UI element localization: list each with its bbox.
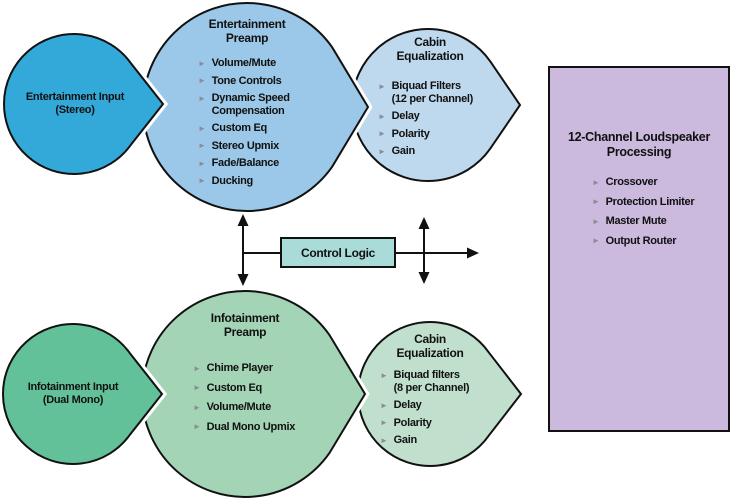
loudspeaker-panel-list: ► Crossover ► Protection Limiter ► Master M… <box>592 176 728 247</box>
triangle-bullet-icon: ► <box>378 129 386 139</box>
triangle-bullet-icon: ► <box>198 141 206 151</box>
list-item: ► Delay <box>380 399 498 412</box>
list-item-label: Gain <box>393 434 418 447</box>
entertainment-preamp-list: ► Volume/Mute ► Tone Controls ► Dynamic Spe… <box>198 57 318 187</box>
output-arrow <box>396 247 479 259</box>
control-logic-left-arrow <box>237 214 282 286</box>
control-logic-right-arrow <box>418 217 430 284</box>
triangle-bullet-icon: ► <box>592 197 600 207</box>
list-item: ► Crossover <box>592 176 728 189</box>
list-item: ► Master Mute <box>592 215 728 228</box>
triangle-bullet-icon: ► <box>378 111 386 121</box>
list-item-label: Master Mute <box>605 215 667 228</box>
triangle-bullet-icon: ► <box>198 123 206 133</box>
triangle-bullet-icon: ► <box>193 422 201 432</box>
list-item-label: Polarity <box>393 416 432 429</box>
list-item-label: Polarity <box>391 127 430 140</box>
entertainment-input-bubble <box>3 33 165 175</box>
list-item: ► Biquad filters (8 per Channel) <box>380 369 498 394</box>
triangle-bullet-icon: ► <box>198 93 206 103</box>
list-item-label: Stereo Upmix <box>211 139 280 152</box>
cabin-equalization-top-list: ►Biquad Filters (12 per Channel) ►Delay … <box>378 80 496 158</box>
list-item-label: Gain <box>391 145 416 158</box>
list-item-label: Dual Mono Upmix <box>206 420 296 433</box>
list-item-label: Volume/Mute <box>206 401 272 414</box>
list-item: ► Stereo Upmix <box>198 140 318 153</box>
triangle-bullet-icon: ► <box>592 177 600 187</box>
list-item: ► Dynamic Speed Compensation <box>198 92 318 117</box>
triangle-bullet-icon: ► <box>193 402 201 412</box>
loudspeaker-panel-title: 12-Channel Loudspeaker Processing <box>567 130 711 159</box>
entertainment-input-subtitle: (Stereo) <box>55 103 95 116</box>
list-item: ► Ducking <box>198 175 318 188</box>
list-item-label: Biquad Filters (12 per Channel) <box>391 80 474 105</box>
cabin-equalization-bottom-list: ► Biquad filters (8 per Channel) ► Delay ►… <box>380 369 498 447</box>
list-item: ► Volume/Mute <box>198 57 318 70</box>
list-item-label: Biquad filters (8 per Channel) <box>393 369 470 394</box>
entertainment-preamp-title: Entertainment Preamp <box>208 17 286 45</box>
infotainment-input-subtitle: (Dual Mono) <box>42 393 104 406</box>
entertainment-input-title: Entertainment Input <box>25 91 125 103</box>
list-item: ► Biquad Filters (12 per Channel) <box>378 80 496 105</box>
list-item: ► Polarity <box>378 128 496 141</box>
list-item: ► Volume/Mute <box>193 401 323 414</box>
infotainment-input-label: Infotainment Input (Dual Mono) <box>3 381 143 407</box>
list-item-label: Tone Controls <box>211 74 282 87</box>
cabin-equalization-bottom-title: Cabin Equalization <box>396 332 464 360</box>
list-item: ► Polarity <box>380 417 498 430</box>
list-item: ► Fade/Balance <box>198 157 318 170</box>
list-item-label: Delay <box>393 399 422 412</box>
triangle-bullet-icon: ► <box>198 158 206 168</box>
infotainment-input-title: Infotainment Input <box>27 381 119 393</box>
control-logic-label: Control Logic <box>300 245 376 260</box>
list-item-label: Crossover <box>605 176 658 188</box>
list-item: ► Delay <box>378 110 496 123</box>
triangle-bullet-icon: ► <box>198 176 206 186</box>
triangle-bullet-icon: ► <box>592 216 600 226</box>
cabin-equalization-top-title: Cabin Equalization <box>396 35 464 63</box>
infotainment-input-bubble <box>2 323 164 465</box>
triangle-bullet-icon: ► <box>380 370 388 380</box>
list-item-label: Chime Player <box>206 362 273 374</box>
list-item: ► Protection Limiter <box>592 196 728 209</box>
triangle-bullet-icon: ► <box>193 363 201 373</box>
infotainment-preamp-title: Infotainment Preamp <box>210 311 280 339</box>
list-item-label: Dynamic Speed Compensation <box>211 92 290 117</box>
triangle-bullet-icon: ► <box>380 400 388 410</box>
list-item: ► Gain <box>380 434 498 447</box>
list-item-label: Custom Eq <box>211 122 268 135</box>
list-item-label: Custom Eq <box>206 381 263 394</box>
list-item: ► Tone Controls <box>198 75 318 88</box>
list-item: ► Dual Mono Upmix <box>193 421 323 434</box>
triangle-bullet-icon: ► <box>378 81 386 91</box>
list-item: ► Custom Eq <box>198 122 318 135</box>
triangle-bullet-icon: ► <box>592 236 600 246</box>
entertainment-input-label: Entertainment Input (Stereo) <box>5 91 145 117</box>
infotainment-preamp-list: ► Chime Player ► Custom Eq ► Volume/Mute ► D… <box>193 362 323 433</box>
list-item-label: Delay <box>391 110 420 123</box>
triangle-bullet-icon: ► <box>380 435 388 445</box>
list-item-label: Output Router <box>605 234 677 247</box>
list-item-label: Ducking <box>211 174 254 187</box>
loudspeaker-processing-panel: 12-Channel Loudspeaker Processing ► Cross… <box>548 66 730 432</box>
list-item: ► Output Router <box>592 235 728 248</box>
triangle-bullet-icon: ► <box>380 418 388 428</box>
control-logic-box: Control Logic <box>280 237 396 268</box>
triangle-bullet-icon: ► <box>198 76 206 86</box>
list-item-label: Protection Limiter <box>605 195 695 208</box>
list-item: ► Chime Player <box>193 362 323 375</box>
list-item: ► Gain <box>378 145 496 158</box>
triangle-bullet-icon: ► <box>198 58 206 68</box>
list-item-label: Fade/Balance <box>211 157 280 170</box>
triangle-bullet-icon: ► <box>193 383 201 393</box>
triangle-bullet-icon: ► <box>378 146 386 156</box>
list-item-label: Volume/Mute <box>211 57 277 69</box>
list-item: ► Custom Eq <box>193 382 323 395</box>
